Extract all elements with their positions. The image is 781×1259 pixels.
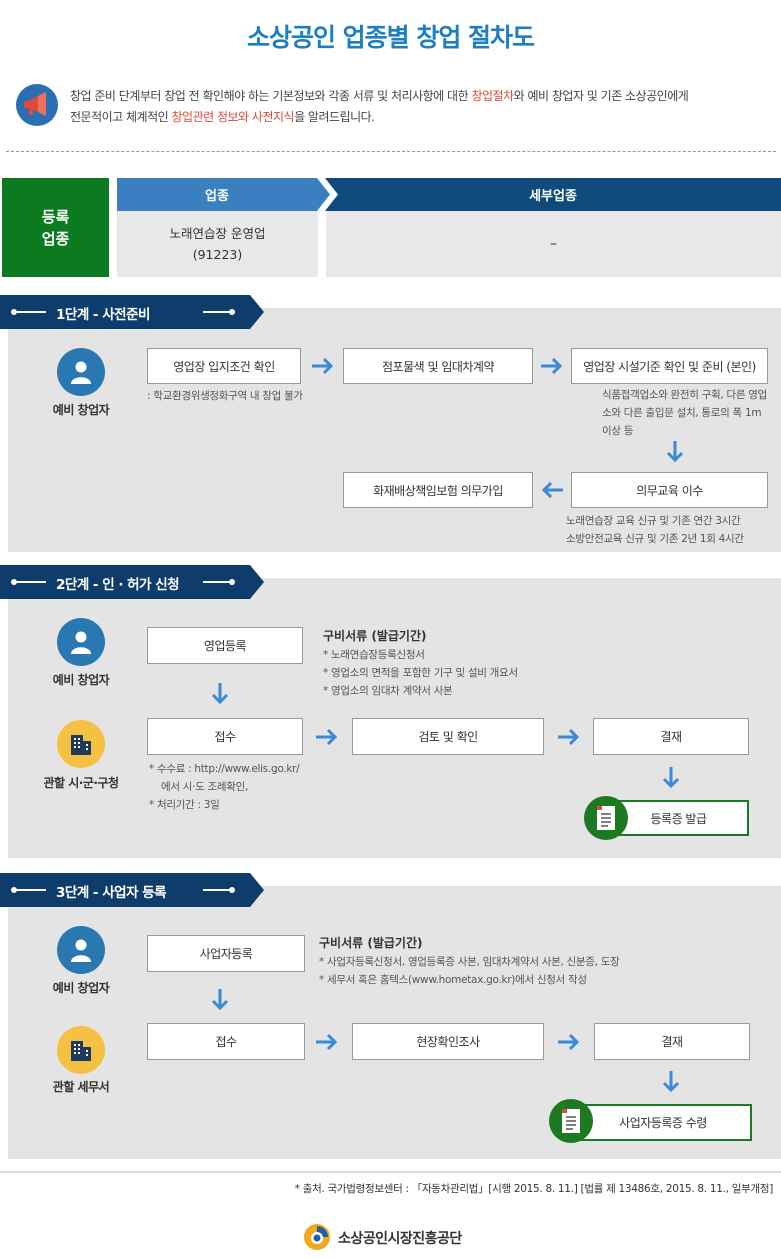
arrow-down-icon: [211, 989, 229, 1011]
arrow-down-icon: [662, 767, 680, 789]
sub-industry-header-bg: [325, 178, 781, 211]
step-mandatory-education: 의무교육 이수: [571, 472, 768, 508]
document-icon: [584, 796, 628, 840]
industry-value: 노래연습장 운영업(91223): [117, 211, 318, 277]
arrow-right-icon: [316, 1033, 338, 1051]
industry-header: 업종: [205, 189, 229, 204]
step-review: 검토 및 확인: [352, 718, 544, 755]
sub-industry-value: –: [326, 211, 781, 277]
intro-text: 창업 준비 단계부터 창업 전 확인해야 하는 기본정보와 각종 서류 및 처리…: [70, 89, 689, 124]
arrow-right-icon: [558, 728, 580, 746]
role-label: 예비 창업자: [52, 673, 110, 687]
document-icon: [549, 1099, 593, 1143]
page-title: 소상공인 업종별 창업 절차도: [246, 23, 535, 52]
arrow-right-icon: [558, 1033, 580, 1051]
stage3-tag: 3단계 - 사업자 등록: [56, 885, 167, 901]
arrow-down-icon: [666, 441, 684, 463]
step-receipt: 접수: [147, 718, 303, 755]
step-approval: 결재: [593, 718, 749, 755]
role-label: 예비 창업자: [52, 403, 110, 417]
person-icon: [57, 618, 105, 666]
step-location-note: : 학교환경위생정화구역 내 창업 불가: [147, 390, 303, 402]
role-label: 관할 시·군·구청: [43, 776, 119, 790]
megaphone-icon: [16, 84, 58, 126]
person-icon: [57, 926, 105, 974]
step-approval: 결재: [594, 1023, 750, 1060]
step-business-registration: 영업등록: [147, 627, 303, 664]
docs-list: * 노래연습장등록신청서* 영업소의 면적을 포함한 기구 및 설비 개요서* …: [323, 649, 518, 697]
stage2-tag: 2단계 - 인 · 허가 신청: [56, 577, 180, 593]
stage1-tag-bg: [0, 295, 264, 329]
docs-title: 구비서류 (발급기간): [319, 936, 423, 950]
stage2-tag-bg: [0, 565, 264, 599]
step-site-inspection: 현장확인조사: [352, 1023, 544, 1060]
building-icon: [57, 1026, 105, 1074]
step-business-registration: 사업자등록: [147, 935, 305, 972]
result-business-certificate: 사업자등록증 수령: [574, 1104, 752, 1141]
building-icon: [57, 720, 105, 768]
receipt-note: * 수수료 : http://www.elis.go.kr/에서 시·도 조례확…: [149, 763, 300, 811]
step-store-lease: 점포물색 및 임대차계약: [343, 348, 533, 384]
docs-list: * 사업자등록신청서, 영업등록증 사본, 임대차계약서 사본, 신분증, 도장…: [319, 956, 620, 986]
stage1-tag: 1단계 - 사전준비: [56, 307, 150, 323]
logo-icon: [302, 1222, 332, 1256]
source-note: * 출처. 국가법령정보센터 : 「자동차관리법」[시행 2015. 8. 11…: [294, 1183, 774, 1195]
step-fire-insurance: 화재배상책임보험 의무가입: [343, 472, 533, 508]
role-label: 예비 창업자: [52, 981, 110, 995]
logo-text: 소상공인시장진흥공단: [338, 1231, 462, 1247]
arrow-right-icon: [541, 357, 563, 375]
footer-divider: [0, 1171, 781, 1173]
arrow-down-icon: [211, 683, 229, 705]
step-facility-standard: 영업장 시설기준 확인 및 준비 (본인): [571, 348, 768, 384]
docs-title: 구비서류 (발급기간): [323, 629, 427, 643]
step-location-check: 영업장 입지조건 확인: [147, 348, 301, 384]
stage3-tag-bg: [0, 873, 264, 907]
role-label: 관할 세무서: [52, 1080, 110, 1094]
arrow-right-icon: [312, 357, 334, 375]
divider: [6, 151, 776, 152]
sub-industry-header: 세부업종: [529, 189, 577, 204]
step-receipt: 접수: [147, 1023, 305, 1060]
arrow-right-icon: [316, 728, 338, 746]
result-certificate-issue: 등록증 발급: [608, 800, 749, 836]
arrow-left-icon: [541, 481, 563, 499]
industry-header-bg: [117, 178, 330, 211]
arrow-down-icon: [662, 1071, 680, 1093]
person-icon: [57, 348, 105, 396]
